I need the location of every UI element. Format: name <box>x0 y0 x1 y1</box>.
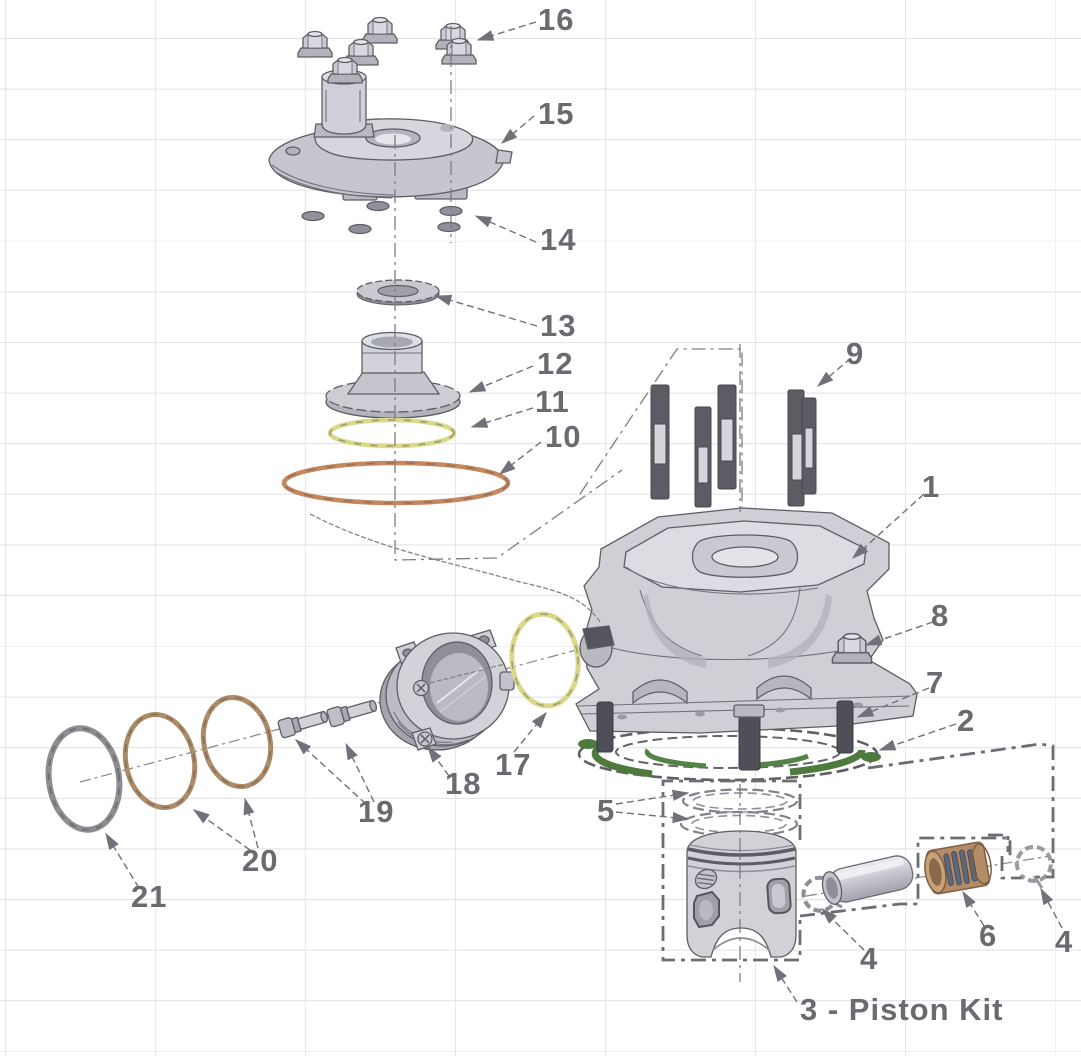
leader-8 <box>864 621 934 646</box>
leader-19a <box>294 739 367 805</box>
callout-19: 19 <box>358 794 394 829</box>
part-oring-gray <box>45 725 123 833</box>
part-base-gasket <box>577 726 881 782</box>
leader-20a <box>192 809 251 851</box>
callout-4-right: 4 <box>1055 924 1073 959</box>
leader-3 <box>773 964 798 1003</box>
part-head-seals <box>301 200 463 235</box>
cover-boss <box>321 77 367 135</box>
part-dome-insert <box>325 331 461 419</box>
callout-14: 14 <box>540 222 576 257</box>
stud-middle <box>738 712 761 771</box>
gasket-green-segment <box>591 744 653 778</box>
leader-lines <box>105 21 1063 1003</box>
callout-3-piston-kit: 3 - Piston Kit <box>800 992 1003 1027</box>
callout-17: 17 <box>495 747 531 782</box>
leader-10 <box>498 441 542 475</box>
leader-16 <box>476 21 537 41</box>
callout-21: 21 <box>131 879 167 914</box>
leader-1 <box>851 493 925 559</box>
part-exhaust-gaskets <box>122 694 274 811</box>
wristpin-axis-line <box>805 855 1051 897</box>
part-oring-small-yellow <box>327 417 457 449</box>
callout-20: 20 <box>242 843 278 878</box>
part-circlip-right <box>1014 844 1053 889</box>
leader-9 <box>816 357 852 387</box>
leader-5a <box>615 789 690 805</box>
part-head-cover <box>268 69 513 201</box>
callout-11: 11 <box>535 384 570 419</box>
part-oring-large-orange <box>281 460 511 506</box>
leader-15 <box>500 115 535 144</box>
part-wrist-pin <box>821 855 914 905</box>
part-flange-bolts <box>277 699 378 739</box>
callout-7: 7 <box>926 665 944 700</box>
leader-11 <box>470 407 534 428</box>
part-needle-bearing <box>924 841 992 895</box>
callout-13: 13 <box>540 308 576 343</box>
axis-lines-under <box>79 639 1051 897</box>
callout-2: 2 <box>957 703 975 738</box>
callout-9: 9 <box>846 336 864 371</box>
leader-18 <box>427 745 450 777</box>
callout-1: 1 <box>922 469 940 504</box>
part-cylinder <box>575 507 918 771</box>
part-oring-exhaust-yellow <box>509 611 581 709</box>
leader-14 <box>474 215 537 243</box>
leader-5b <box>615 811 690 824</box>
callout-12: 12 <box>537 346 573 381</box>
callout-10: 10 <box>545 419 581 454</box>
leader-20b <box>243 797 259 849</box>
leader-4-right <box>1040 887 1063 929</box>
callout-5: 5 <box>597 793 615 828</box>
callout-16: 16 <box>538 2 574 37</box>
leader-13 <box>434 295 538 327</box>
piston-kit-boundary <box>661 742 1055 962</box>
callout-labels: 16 15 14 13 12 11 10 9 1 8 7 2 5 17 18 1… <box>131 2 1073 1027</box>
part-reed-plates <box>650 384 817 508</box>
callout-4-left: 4 <box>860 941 878 976</box>
callout-6: 6 <box>979 918 997 953</box>
cylinder-left-nut <box>582 625 615 650</box>
center-lines <box>309 26 743 982</box>
exhaust-axis-line <box>79 639 615 783</box>
part-washer <box>356 279 440 306</box>
cylinder-bore-top <box>711 546 779 568</box>
part-piston <box>686 830 797 958</box>
stud-left <box>596 701 614 753</box>
callout-15: 15 <box>538 96 574 131</box>
leader-6 <box>962 890 985 927</box>
stud-right <box>836 700 854 754</box>
part-piston-rings <box>679 788 799 838</box>
leader-2 <box>878 723 957 751</box>
leader-12 <box>468 365 534 393</box>
leader-4-left <box>820 908 865 951</box>
callout-18: 18 <box>445 766 481 801</box>
callout-8: 8 <box>931 598 949 633</box>
part-exhaust-flange <box>379 629 515 751</box>
leader-17 <box>513 711 547 753</box>
leader-7 <box>856 687 930 718</box>
